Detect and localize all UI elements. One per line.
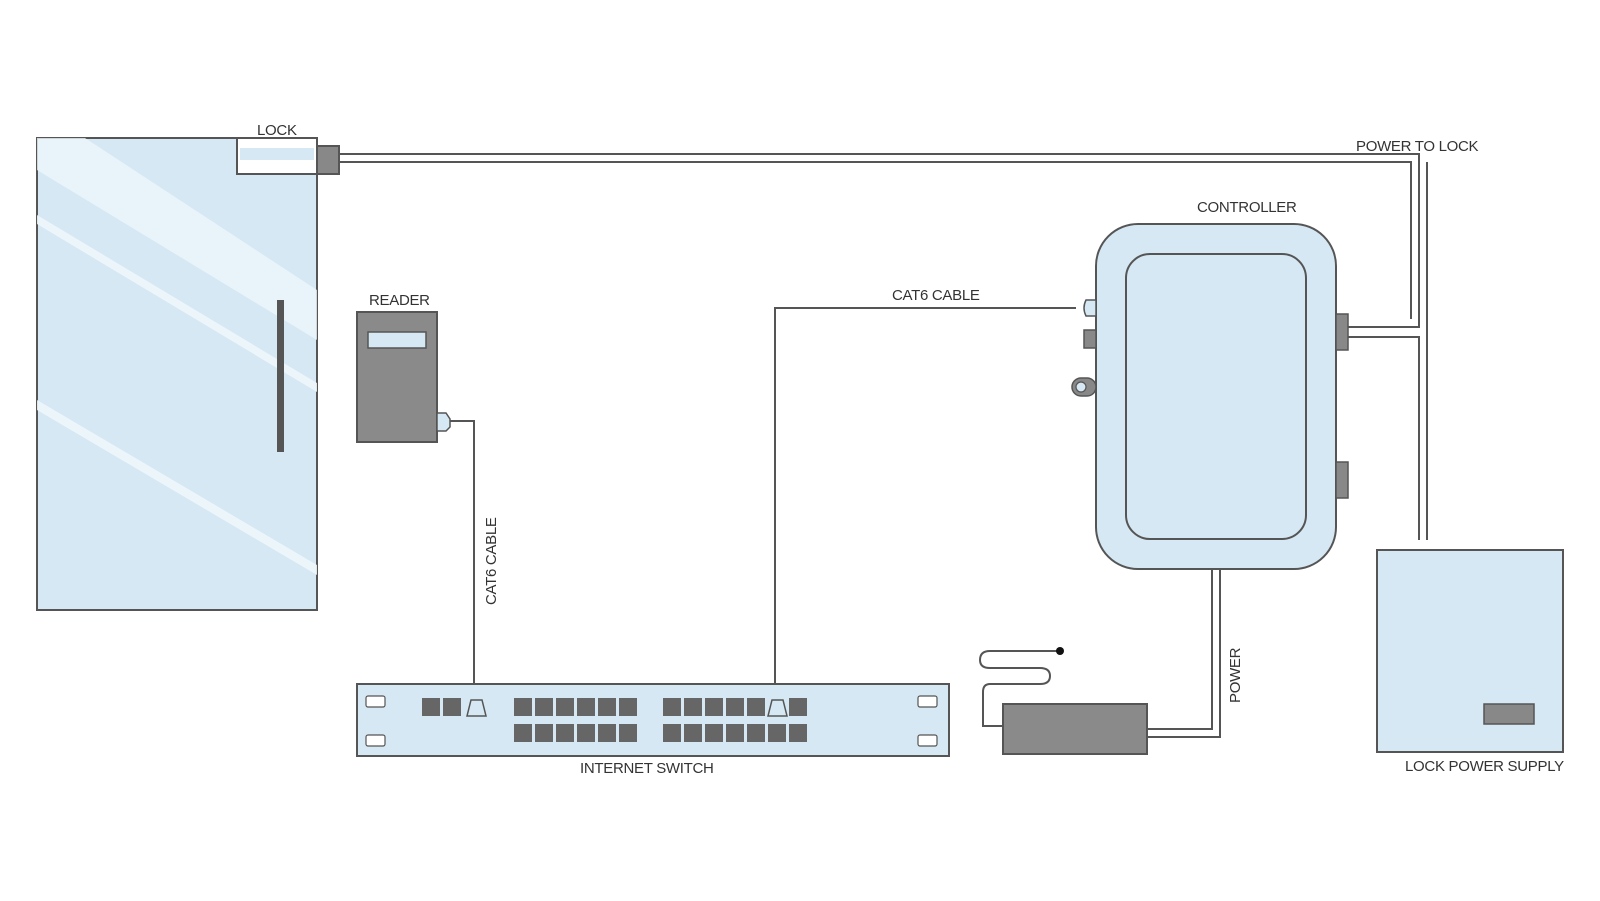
network-switch-icon xyxy=(356,683,950,757)
lock-power-supply-label: LOCK POWER SUPPLY xyxy=(1405,758,1564,775)
internet-switch-label: INTERNET SWITCH xyxy=(580,760,714,777)
controller-label: CONTROLLER xyxy=(1197,199,1297,216)
controller-cat6-wire xyxy=(774,307,1076,700)
wires xyxy=(340,153,1428,738)
electric-lock-icon xyxy=(236,137,340,175)
lock-power-supply-icon xyxy=(1376,549,1564,753)
reader-label: READER xyxy=(369,292,430,309)
controller-power-wire xyxy=(1147,567,1213,730)
cat6-cable-reader-label: CAT6 CABLE xyxy=(483,517,500,605)
controller-power-wire-inner xyxy=(1147,567,1221,738)
door-handle xyxy=(277,300,284,452)
lock-label: LOCK xyxy=(257,122,297,139)
psu-to-controller-wire xyxy=(1335,336,1420,540)
plug-cord xyxy=(978,650,1057,727)
plug-icon xyxy=(1056,647,1064,655)
power-adapter-icon xyxy=(1002,703,1148,755)
glass-door-icon xyxy=(36,137,318,611)
access-controller-icon xyxy=(1071,223,1349,570)
power-to-lock-wire-inner xyxy=(340,161,1412,319)
power-to-lock-label: POWER TO LOCK xyxy=(1356,138,1479,155)
reader-cat6-wire xyxy=(448,420,475,688)
card-reader-icon xyxy=(356,311,451,443)
power-label: POWER xyxy=(1227,647,1244,703)
cat6-cable-controller-label: CAT6 CABLE xyxy=(892,287,980,304)
power-to-lock-wire xyxy=(340,153,1420,328)
